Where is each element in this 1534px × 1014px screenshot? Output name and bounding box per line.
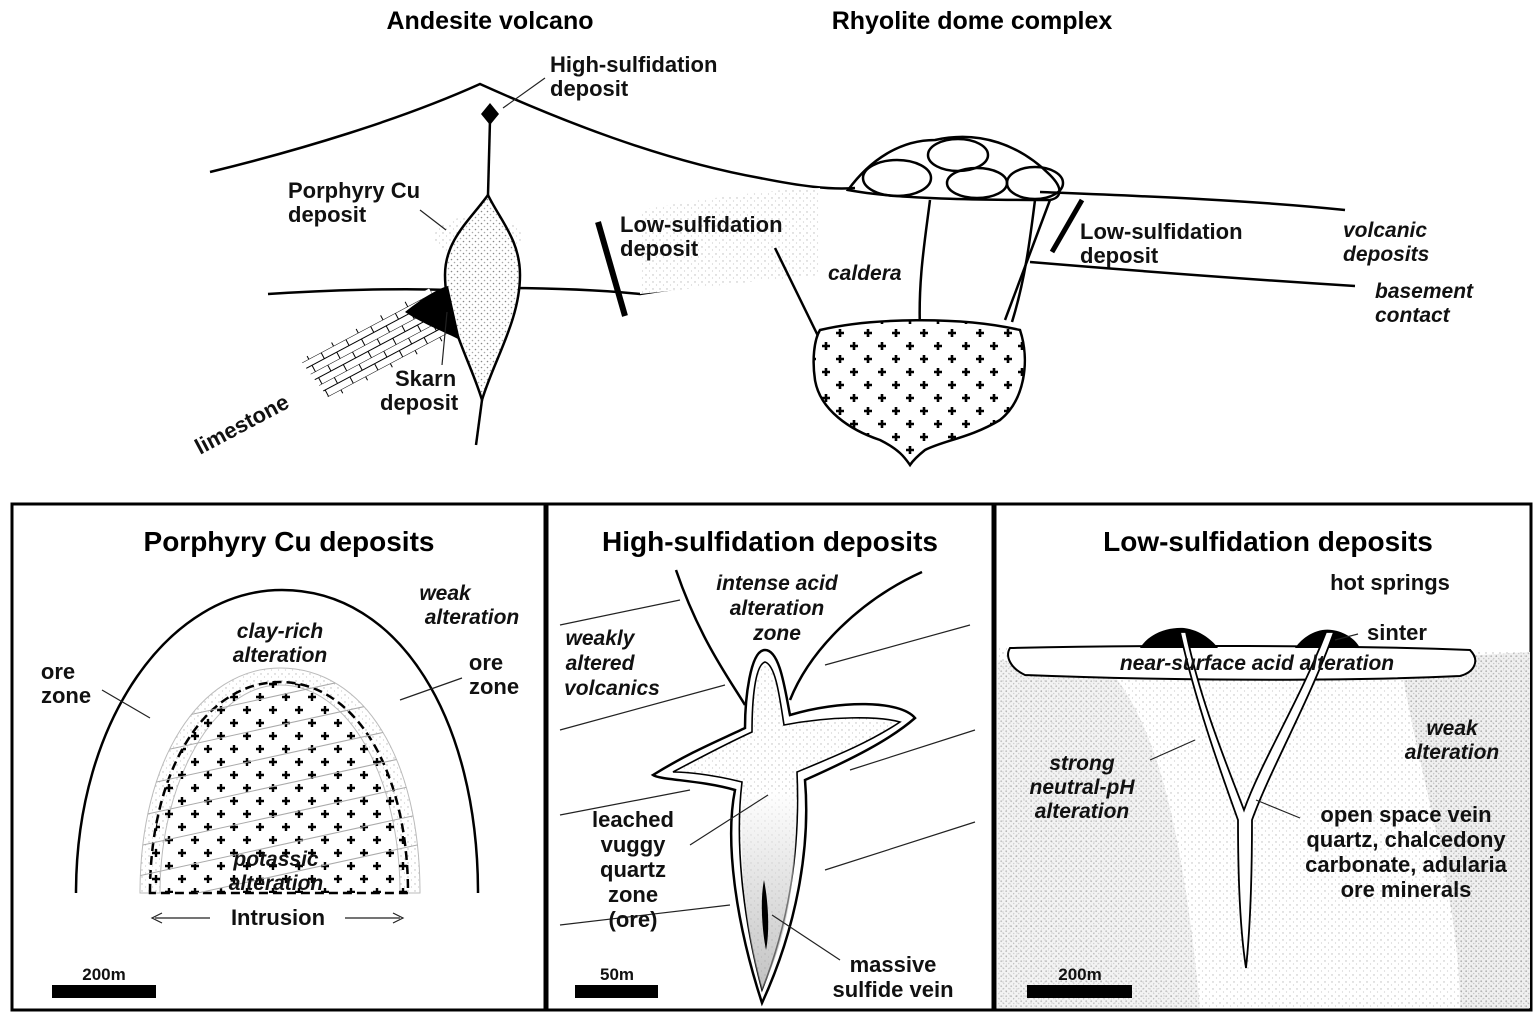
vein-label-3: carbonate, adularia	[1305, 852, 1508, 877]
potassic-label-1: potassic	[232, 848, 319, 871]
intrusion-arrow-left	[152, 913, 210, 923]
vein-label-1: open space vein	[1320, 802, 1491, 827]
hot-springs-label: hot springs	[1330, 570, 1450, 595]
intense-acid-label-3: zone	[752, 622, 801, 645]
volcanic-label-1: volcanic	[1343, 219, 1427, 242]
strong-alteration-label-3: alteration	[1035, 800, 1130, 823]
massive-sulfide-label-1: massive	[850, 952, 937, 977]
vein-label-4: ore minerals	[1341, 877, 1472, 902]
intrusion-arrow-right	[345, 913, 403, 923]
basement-label-2: contact	[1375, 304, 1451, 327]
caldera-dome-core	[920, 200, 1035, 330]
stock-root	[476, 400, 482, 445]
porphyry-leader	[420, 210, 446, 230]
basement-label-1: basement	[1375, 280, 1474, 303]
high-sulfidation-diamond	[481, 103, 499, 125]
porphyry-scale-label: 200m	[82, 965, 125, 984]
volcanic-surface-right	[1040, 192, 1345, 210]
weak-alteration-label-2: alteration	[1405, 741, 1500, 764]
skarn-label-1: Skarn	[395, 366, 456, 391]
leached-label-5: (ore)	[609, 907, 658, 932]
leached-label-2: vuggy	[601, 832, 667, 857]
leached-label-4: zone	[608, 882, 658, 907]
sinter-label: sinter	[1367, 620, 1427, 645]
weak-alteration-label-1: weak	[419, 582, 472, 605]
high-scale-bar	[575, 985, 658, 998]
panel-low-sulfidation: Low-sulfidation deposits hot springs sin…	[997, 526, 1530, 1008]
panel-high-sulfidation: High-sulfidation deposits intense acid a…	[560, 526, 975, 1003]
high-sulfidation-label-1: High-sulfidation	[550, 52, 717, 77]
low-scale-bar	[1027, 985, 1132, 998]
rhyolite-dome	[848, 137, 1063, 200]
feeder-conduit	[488, 120, 490, 195]
clay-rich-label-1: clay-rich	[237, 620, 323, 643]
low-sulfidation-left-label-2: deposit	[620, 236, 699, 261]
vein-label-2: quartz, chalcedony	[1306, 827, 1506, 852]
near-surface-label: near-surface acid alteration	[1120, 652, 1394, 675]
skarn-label-2: deposit	[380, 390, 459, 415]
strong-alteration-label-1: strong	[1049, 752, 1115, 775]
volcano-surface	[210, 84, 855, 189]
ore-zone-right-label-1: ore	[469, 650, 503, 675]
porphyry-scale-bar	[52, 985, 156, 998]
limestone-label: limestone	[191, 389, 293, 459]
ore-zone-left-label-2: zone	[41, 683, 91, 708]
porphyry-panel-title: Porphyry Cu deposits	[144, 526, 435, 557]
low-sulfidation-right-label-2: deposit	[1080, 243, 1159, 268]
intense-acid-label-2: alteration	[730, 597, 825, 620]
massive-sulfide-label-2: sulfide vein	[832, 977, 953, 1002]
andesite-title: Andesite volcano	[387, 7, 594, 35]
low-scale-label: 200m	[1058, 965, 1101, 984]
weak-alteration-label-1: weak	[1426, 717, 1479, 740]
high-scale-label: 50m	[600, 965, 634, 984]
high-panel-title: High-sulfidation deposits	[602, 526, 938, 557]
weak-alteration-label-2: alteration	[425, 606, 520, 629]
caldera-label: caldera	[828, 262, 902, 285]
weakly-altered-label-3: volcanics	[564, 677, 660, 700]
leached-label-1: leached	[592, 807, 674, 832]
intrusion-label: Intrusion	[231, 905, 325, 930]
clay-rich-label-2: alteration	[233, 644, 328, 667]
leached-label-3: quartz	[600, 857, 666, 882]
ore-zone-leader-right	[400, 678, 462, 700]
ore-zone-left-label-1: ore	[41, 659, 75, 684]
low-sulfidation-left-label-1: Low-sulfidation	[620, 212, 783, 237]
intense-acid-label-1: intense acid	[716, 572, 839, 595]
potassic-label-2: alteration	[229, 872, 324, 895]
high-sulfidation-label-2: deposit	[550, 76, 629, 101]
porphyry-label-1: Porphyry Cu	[288, 178, 420, 203]
strong-alteration-label-2: neutral-pH	[1030, 776, 1136, 799]
weakly-altered-label-2: altered	[566, 652, 636, 675]
caldera-wall-right	[1005, 200, 1050, 320]
caldera-intrusion	[814, 320, 1025, 465]
low-sulfidation-right-label-1: Low-sulfidation	[1080, 219, 1243, 244]
panel-porphyry: Porphyry Cu deposits weak alteration cla…	[41, 526, 519, 998]
volcanic-label-2: deposits	[1343, 243, 1429, 266]
low-panel-title: Low-sulfidation deposits	[1103, 526, 1433, 557]
porphyry-label-2: deposit	[288, 202, 367, 227]
rhyolite-title: Rhyolite dome complex	[832, 7, 1113, 35]
weakly-altered-label-1: weakly	[566, 627, 636, 650]
ore-zone-right-label-2: zone	[469, 674, 519, 699]
basement-contact-line-right	[1030, 262, 1355, 286]
sinter-mound-left	[1140, 628, 1218, 648]
low-sulfidation-vein-right	[1052, 200, 1082, 252]
